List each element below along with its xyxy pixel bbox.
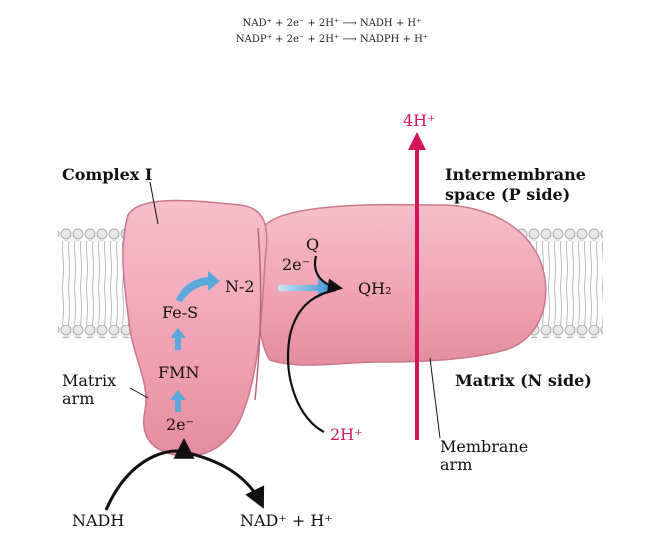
matrix-arm-label-line1: Matrix <box>62 371 116 390</box>
fmn-label: FMN <box>158 363 199 382</box>
electron-arrow-fmn-fes <box>170 328 186 350</box>
equation-nad: NAD⁺ + 2e⁻ + 2H⁺ ⟶ NADH + H⁺ <box>243 18 422 29</box>
nad-product-label: NAD⁺ + H⁺ <box>240 511 333 530</box>
proton-pump-arrow <box>408 132 426 440</box>
matrix-arm-label-line2: arm <box>62 389 94 408</box>
quinol-label: QH₂ <box>358 279 391 298</box>
membrane-arm-shape <box>255 203 547 366</box>
complex-i-protein <box>122 199 547 457</box>
matrix-side-label: Matrix (N side) <box>455 371 592 390</box>
membrane-arm-label-line1: Membrane <box>440 437 528 456</box>
nadh-oxidation-arrow <box>104 449 265 511</box>
intermembrane-label-line2: space (P side) <box>445 185 570 204</box>
intermembrane-label-line1: Intermembrane <box>445 165 586 184</box>
electron-arrow-n2-q <box>278 278 334 298</box>
membrane-arm-label-line2: arm <box>440 455 472 474</box>
quinone-label: Q <box>306 235 319 254</box>
electron-pair-low-label: 2e⁻ <box>166 415 194 434</box>
electron-arrow-fes-n2 <box>176 271 220 302</box>
electron-arrow-2e-fmn <box>170 390 186 412</box>
arm-junction-line <box>254 227 262 401</box>
complex-pointer-line <box>149 181 159 225</box>
membrane-arm-pointer-line <box>429 357 441 439</box>
equation-nadp: NADP⁺ + 2e⁻ + 2H⁺ ⟶ NADPH + H⁺ <box>236 34 428 45</box>
q-reduction-arrow <box>313 255 344 294</box>
matrix-arm-shape <box>122 199 268 457</box>
proton-in-label: 2H⁺ <box>330 425 363 444</box>
electron-flow <box>170 271 334 412</box>
matrix-arm-pointer-line <box>129 387 149 399</box>
proton-uptake-arrow <box>286 288 337 433</box>
complex-label: Complex I <box>62 165 152 184</box>
electron-pair-high-label: 2e⁻ <box>282 255 310 274</box>
proton-out-label: 4H⁺ <box>403 111 436 130</box>
fes-label: Fe-S <box>162 303 198 322</box>
nadh-label: NADH <box>72 511 124 530</box>
n2-label: N-2 <box>225 277 255 296</box>
